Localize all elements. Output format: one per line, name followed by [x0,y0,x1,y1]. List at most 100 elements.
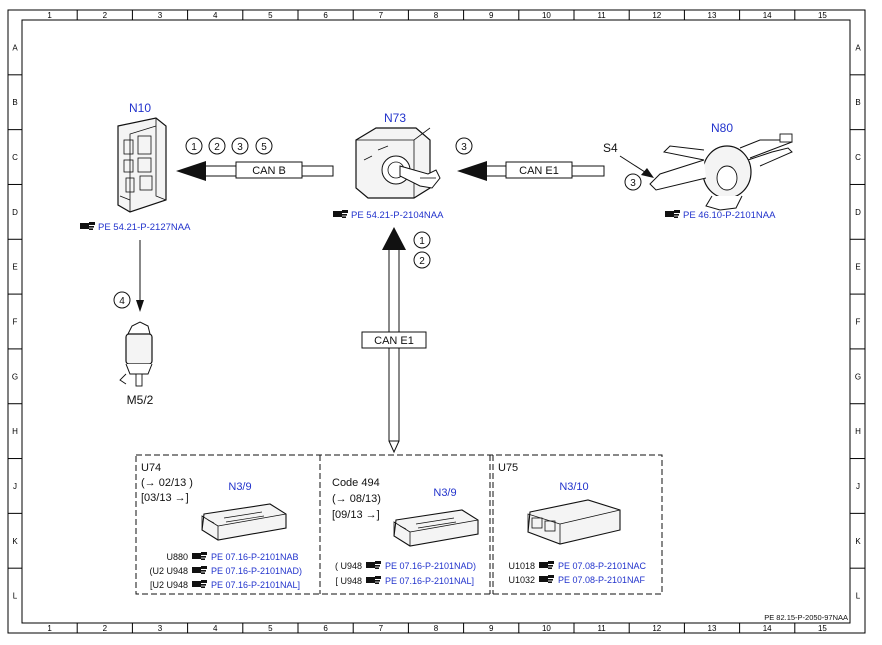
grid-row-label: B [855,98,860,107]
ecu-group-frame [135,454,663,595]
grid-row-label: E [855,263,860,272]
reference-hand-icon [665,210,680,218]
grid-row-label: E [12,263,17,272]
marker: 1 [419,236,425,247]
n73-reference[interactable]: PE 54.21-P-2104NAA [333,210,444,221]
marker: 1 [191,142,197,153]
reference-hand-icon [80,222,95,230]
reference-hand-icon [539,575,554,583]
grid-column-label: 6 [323,624,328,633]
n80-label: N80 [711,121,733,135]
code494-ref-prefix: [ U948 [335,576,362,586]
grid-column-label: 9 [489,11,494,20]
u74-ref-prefix: U880 [166,552,188,562]
u74-ref-prefix: [U2 U948 [150,580,188,590]
reference-hand-icon [366,561,381,569]
n10-module: N10 [117,101,167,213]
n10-ref-link[interactable]: PE 54.21-P-2127NAA [98,222,191,233]
grid-column-label: 1 [47,624,52,633]
can-b-arrow: CAN B [176,161,334,181]
code494-label: Code 494 [332,477,380,489]
m52-pump: M5/2 [119,321,154,407]
u74-ref-link[interactable]: PE 07.16-P-2101NAB [211,552,299,562]
u75-ref-link[interactable]: PE 07.08-P-2101NAF [558,575,646,585]
can-e1-vertical-label: CAN E1 [374,335,414,347]
grid-row-label: D [12,208,18,217]
u75-ref-link[interactable]: PE 07.08-P-2101NAC [558,561,647,571]
code494-date-from: (→ 08/13) [332,493,381,505]
grid-row-label: B [12,98,17,107]
grid-column-label: 8 [434,11,439,20]
grid-column-label: 14 [763,11,772,20]
can-b-markers: 1 2 3 5 [185,137,273,155]
grid-column-label: 11 [597,624,606,633]
marker: 3 [630,178,636,189]
grid-column-label: 6 [323,11,328,20]
can-e1-top-label: CAN E1 [519,165,559,177]
grid-row-label: A [855,43,861,52]
marker: 3 [461,142,467,153]
u75-label: U75 [498,462,518,474]
u74-ref-link[interactable]: PE 07.16-P-2101NAL] [211,580,300,590]
grid-row-label: A [12,43,18,52]
m52-label: M5/2 [127,393,154,407]
u74-group: U74 (→ 02/13 ) [03/13 →] N3/9 U880 PE 07… [141,462,302,590]
u75-ecu-drawing [527,499,621,545]
n80-reference[interactable]: PE 46.10-P-2101NAA [665,210,776,221]
marker: 4 [119,296,125,307]
grid-row-label: C [12,153,18,162]
can-e1-vertical-arrow: CAN E1 1 2 [361,227,431,454]
reference-hand-icon [192,580,207,588]
grid-row-label: L [856,592,861,601]
grid-column-label: 10 [542,11,551,20]
grid-row-label: J [856,482,860,491]
grid-column-label: 14 [763,624,772,633]
grid-row-label: F [13,318,18,327]
grid-labels: 1122334455667788991010111112121313141415… [12,11,861,633]
grid-row-label: L [13,592,18,601]
grid-row-label: G [855,372,861,381]
grid-column-label: 7 [379,624,384,633]
grid-row-label: K [12,537,18,546]
grid-ticks [8,10,865,633]
code494-date-to: [09/13 →] [332,509,380,521]
u75-module-label: N3/10 [559,481,588,493]
grid-column-label: 2 [103,624,108,633]
s4-label: S4 [603,141,618,155]
u74-date-to: [03/13 →] [141,492,189,504]
grid-column-label: 3 [158,11,163,20]
u75-group: U75 N3/10 U1018 PE 07.08-P-2101NAC U1032… [498,462,647,585]
grid-column-label: 7 [379,11,384,20]
u74-ref-link[interactable]: PE 07.16-P-2101NAD) [211,566,302,576]
marker: 3 [237,142,243,153]
s4-pointer: 3 [619,155,654,191]
code494-ref-link[interactable]: PE 07.16-P-2101NAL] [385,576,474,586]
grid-row-label: H [855,427,861,436]
grid-row-label: H [12,427,18,436]
grid-row-label: G [12,372,18,381]
u75-ref-prefix: U1032 [508,575,535,585]
grid-column-label: 12 [652,11,661,20]
grid-column-label: 10 [542,624,551,633]
can-b-label: CAN B [252,165,286,177]
grid-column-label: 1 [47,11,52,20]
grid-column-label: 13 [708,624,717,633]
n80-ref-link[interactable]: PE 46.10-P-2101NAA [683,210,776,221]
code494-group: Code 494 (→ 08/13) [09/13 →] N3/9 ( U948… [332,477,479,586]
n73-ref-link[interactable]: PE 54.21-P-2104NAA [351,210,444,221]
code494-ref-link[interactable]: PE 07.16-P-2101NAD) [385,561,476,571]
n10-reference[interactable]: PE 54.21-P-2127NAA [80,222,191,233]
code494-ecu-drawing [393,509,479,547]
reference-hand-icon [192,566,207,574]
inner-frame [21,19,851,624]
outer-frame [7,9,866,634]
code494-module-label: N3/9 [433,487,456,499]
u74-ecu-drawing [201,503,287,541]
grid-row-label: K [855,537,861,546]
grid-column-label: 4 [213,624,218,633]
document-code: PE 82.15-P-2050-97NAA [764,613,848,622]
grid-column-label: 11 [597,11,606,20]
reference-hand-icon [539,561,554,569]
marker: 2 [214,142,220,153]
